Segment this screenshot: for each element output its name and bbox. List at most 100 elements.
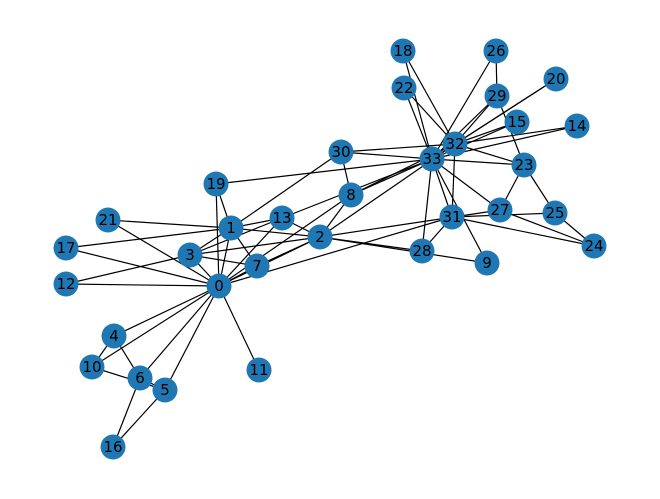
edge-8-33 <box>350 158 433 196</box>
node-23: 23 <box>511 152 537 178</box>
node-33: 33 <box>419 146 445 172</box>
node-16: 16 <box>100 434 126 460</box>
node-29: 29 <box>484 83 510 109</box>
node-circle <box>203 171 229 197</box>
node-label: 14 <box>567 117 586 135</box>
node-circle <box>206 273 232 299</box>
node-25: 25 <box>542 200 568 226</box>
node-32: 32 <box>442 131 468 157</box>
node-28: 28 <box>409 238 435 264</box>
edge-0-10 <box>91 285 220 368</box>
edge-1-21 <box>107 219 232 229</box>
edge-0-21 <box>107 219 220 287</box>
node-circle <box>53 271 79 297</box>
node-label: 21 <box>98 211 117 229</box>
node-circle <box>391 75 417 101</box>
edge-2-27 <box>319 209 501 238</box>
node-label: 22 <box>394 79 413 97</box>
node-circle <box>484 83 510 109</box>
node-label: 15 <box>507 113 526 131</box>
node-circle <box>177 242 203 268</box>
edge-0-4 <box>113 285 220 337</box>
node-10: 10 <box>79 354 105 380</box>
node-label: 27 <box>490 201 509 219</box>
node-label: 3 <box>185 246 195 264</box>
edge-30-32 <box>340 143 456 153</box>
node-label: 19 <box>206 175 225 193</box>
edge-22-33 <box>403 87 433 160</box>
edge-0-13 <box>218 217 283 287</box>
node-label: 1 <box>226 219 236 237</box>
node-label: 30 <box>331 143 350 161</box>
node-circle <box>218 215 244 241</box>
node-circle <box>581 233 607 259</box>
node-22: 22 <box>391 75 417 101</box>
node-19: 19 <box>203 171 229 197</box>
node-label: 9 <box>482 254 492 272</box>
edge-27-33 <box>431 158 501 211</box>
node-label: 11 <box>249 361 268 379</box>
node-label: 4 <box>109 327 119 345</box>
edge-26-33 <box>431 50 497 160</box>
node-circle <box>564 113 590 139</box>
node-18: 18 <box>390 38 416 64</box>
node-circle <box>409 238 435 264</box>
edge-0-11 <box>218 285 260 371</box>
edge-24-27 <box>499 209 595 247</box>
node-label: 29 <box>487 87 506 105</box>
node-15: 15 <box>504 109 530 135</box>
node-27: 27 <box>487 197 513 223</box>
node-7: 7 <box>244 253 270 279</box>
node-circle <box>244 253 270 279</box>
node-label: 7 <box>252 257 262 275</box>
node-label: 32 <box>445 135 464 153</box>
node-label: 31 <box>442 208 461 226</box>
node-2: 2 <box>307 224 333 250</box>
node-label: 26 <box>486 42 505 60</box>
node-circle <box>542 200 568 226</box>
edge-0-8 <box>218 194 352 287</box>
node-circle <box>511 152 537 178</box>
node-9: 9 <box>474 250 500 276</box>
edge-3-12 <box>65 254 191 285</box>
node-31: 31 <box>439 204 465 230</box>
node-1: 1 <box>218 215 244 241</box>
node-circle <box>543 66 569 92</box>
edge-14-32 <box>454 125 578 145</box>
node-6: 6 <box>127 365 153 391</box>
node-circle <box>269 205 295 231</box>
node-label: 25 <box>545 204 564 222</box>
node-label: 10 <box>82 358 101 376</box>
node-label: 2 <box>315 228 325 246</box>
edge-28-33 <box>421 158 433 252</box>
node-label: 23 <box>514 156 533 174</box>
node-label: 20 <box>546 70 565 88</box>
node-5: 5 <box>152 377 178 403</box>
edge-29-33 <box>431 95 498 160</box>
node-13: 13 <box>269 205 295 231</box>
edge-0-19 <box>215 183 220 287</box>
node-circle <box>307 224 333 250</box>
edge-2-28 <box>319 236 423 252</box>
node-circle <box>390 38 416 64</box>
node-circle <box>152 377 178 403</box>
node-circle <box>100 434 126 460</box>
edge-0-5 <box>164 285 220 391</box>
edge-0-12 <box>65 283 220 287</box>
node-circle <box>474 250 500 276</box>
node-17: 17 <box>53 235 79 261</box>
node-circle <box>246 357 272 383</box>
node-circle <box>487 197 513 223</box>
node-label: 17 <box>56 239 75 257</box>
node-label: 12 <box>56 275 75 293</box>
node-circle <box>53 235 79 261</box>
node-26: 26 <box>483 38 509 64</box>
node-label: 5 <box>160 381 170 399</box>
node-label: 18 <box>393 42 412 60</box>
node-label: 16 <box>103 438 122 456</box>
edge-2-3 <box>189 236 321 256</box>
edge-30-33 <box>340 151 433 160</box>
node-label: 28 <box>412 242 431 260</box>
